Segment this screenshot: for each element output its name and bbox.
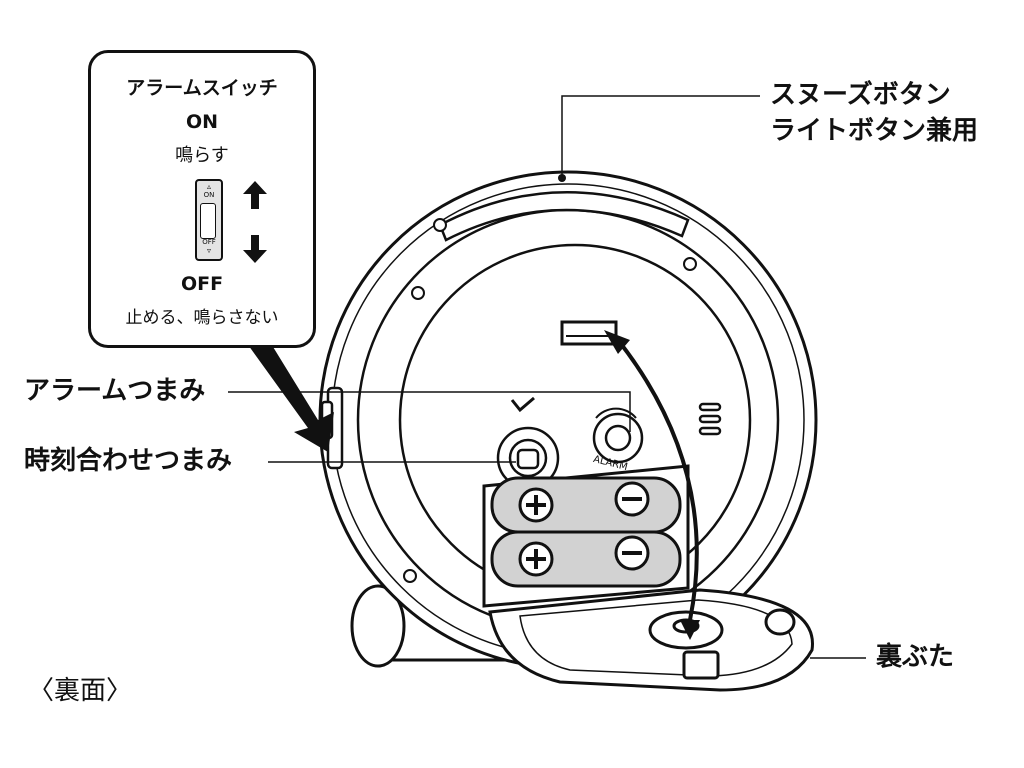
callout-pointer-arrow [246, 342, 334, 452]
cover-insert-arrow [616, 338, 699, 621]
time-knob-label: 時刻合わせつまみ [24, 446, 233, 476]
callout-on-desc: 鳴らす [175, 145, 229, 166]
alarm-knob-label: アラームつまみ [24, 376, 206, 406]
snooze-label-line2: ライトボタン兼用 [770, 116, 979, 146]
switch-knob [200, 203, 216, 239]
alarm-switch-callout: アラームスイッチ ON 鳴らす ▵ ON OFF ▿ OFF 止める、鳴らさない [88, 50, 316, 348]
callout-off-label: OFF [180, 273, 224, 295]
battery-compartment [482, 464, 690, 608]
speaker-holes [698, 402, 722, 436]
time-set-knob [496, 426, 560, 490]
callout-off-desc: 止める、鳴らさない [125, 308, 279, 328]
switch-on-mark: ON [203, 191, 215, 199]
screw-icon [403, 218, 697, 583]
snooze-button-shape [438, 190, 690, 242]
callout-on-label: ON [185, 111, 219, 133]
back-cover-label: 裏ぶた [876, 642, 955, 672]
view-caption: 〈裏面〉 [28, 676, 133, 706]
arrow-up-icon [243, 181, 267, 209]
alarm-rotation-icon [595, 407, 637, 419]
leader-lines [228, 95, 866, 659]
arrow-down-icon [243, 235, 267, 263]
switch-down-mark-icon: ▿ [206, 246, 211, 255]
switch-up-mark-icon: ▵ [206, 182, 211, 191]
switch-off-mark: OFF [202, 238, 216, 246]
cover-latch-slot [560, 320, 618, 346]
snooze-label-line1: スヌーズボタン [770, 80, 951, 110]
back-cover [488, 588, 814, 692]
time-knob-check-icon [510, 396, 535, 413]
callout-title: アラームスイッチ [126, 77, 278, 99]
slide-switch: ▵ ON OFF ▿ [195, 179, 223, 261]
